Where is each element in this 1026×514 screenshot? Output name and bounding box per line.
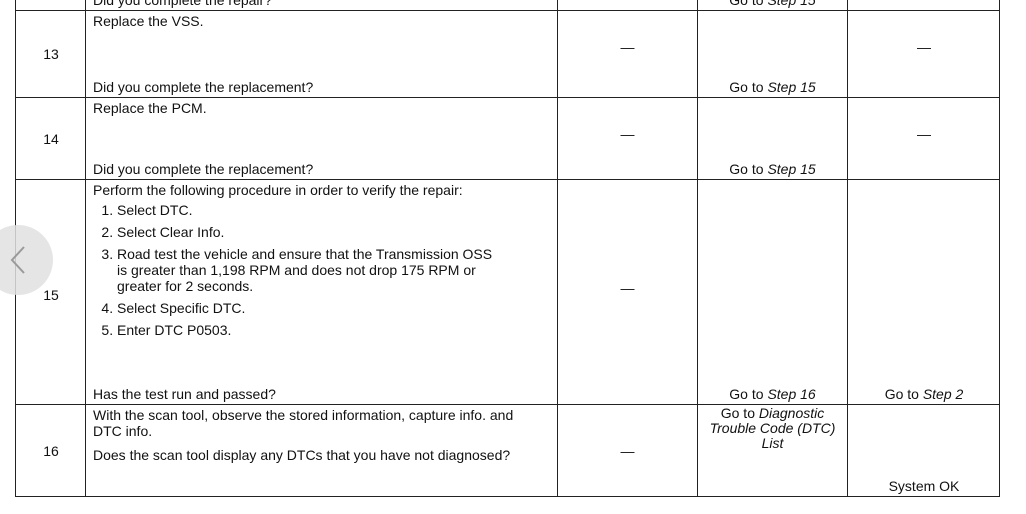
yes-result: Go to Step 15 xyxy=(729,161,816,177)
table-row: 16 With the scan tool, observe the store… xyxy=(15,405,1000,497)
no-result: — xyxy=(917,39,931,55)
procedure-step: Select DTC. xyxy=(117,202,551,218)
action-text: Perform the following procedure in order… xyxy=(93,182,463,198)
yes-result: Go to Step 15 xyxy=(729,79,816,95)
no-result: — xyxy=(917,126,931,142)
step-number: 16 xyxy=(43,443,59,459)
step-number: 13 xyxy=(43,46,59,62)
action-text: Replace the VSS. xyxy=(93,13,204,29)
procedure-step: Select Clear Info. xyxy=(117,224,551,240)
value-text: — xyxy=(620,126,635,142)
table-row: 14 Replace the PCM. Did you complete the … xyxy=(15,98,1000,180)
table-row: 13 Replace the VSS. Did you complete the … xyxy=(15,11,1000,98)
chevron-left-icon xyxy=(10,246,25,274)
action-question: Does the scan tool display any DTCs that… xyxy=(93,447,511,463)
no-result: System OK xyxy=(888,478,960,494)
table-row: Did you complete the repair? Go to Step … xyxy=(15,0,1000,11)
action-text: Replace the PCM. xyxy=(93,100,207,116)
value-text: — xyxy=(620,39,635,55)
action-question: Did you complete the replacement? xyxy=(93,161,314,177)
action-question: Did you complete the replacement? xyxy=(93,79,314,95)
value-text: — xyxy=(620,443,635,459)
procedure-step: Enter DTC P0503. xyxy=(117,322,551,338)
action-question: Has the test run and passed? xyxy=(93,386,276,402)
procedure-step: Select Specific DTC. xyxy=(117,300,551,316)
procedure-list: Select DTC. Select Clear Info. Road test… xyxy=(93,202,551,338)
table-row: 15 Perform the following procedure in or… xyxy=(15,180,1000,405)
yes-result: Go to Step 15 xyxy=(729,0,816,8)
step-number: 15 xyxy=(43,287,59,303)
action-question: Did you complete the repair? xyxy=(93,0,272,8)
yes-result: Go to Diagnostic Trouble Code (DTC) List xyxy=(709,405,836,451)
yes-result: Go to Step 16 xyxy=(729,386,816,402)
step-number: 14 xyxy=(43,131,59,147)
procedure-step: Road test the vehicle and ensure that th… xyxy=(117,246,497,294)
no-result: Go to Step 2 xyxy=(884,386,964,402)
value-text: — xyxy=(620,280,635,296)
action-text: With the scan tool, observe the stored i… xyxy=(93,407,514,439)
